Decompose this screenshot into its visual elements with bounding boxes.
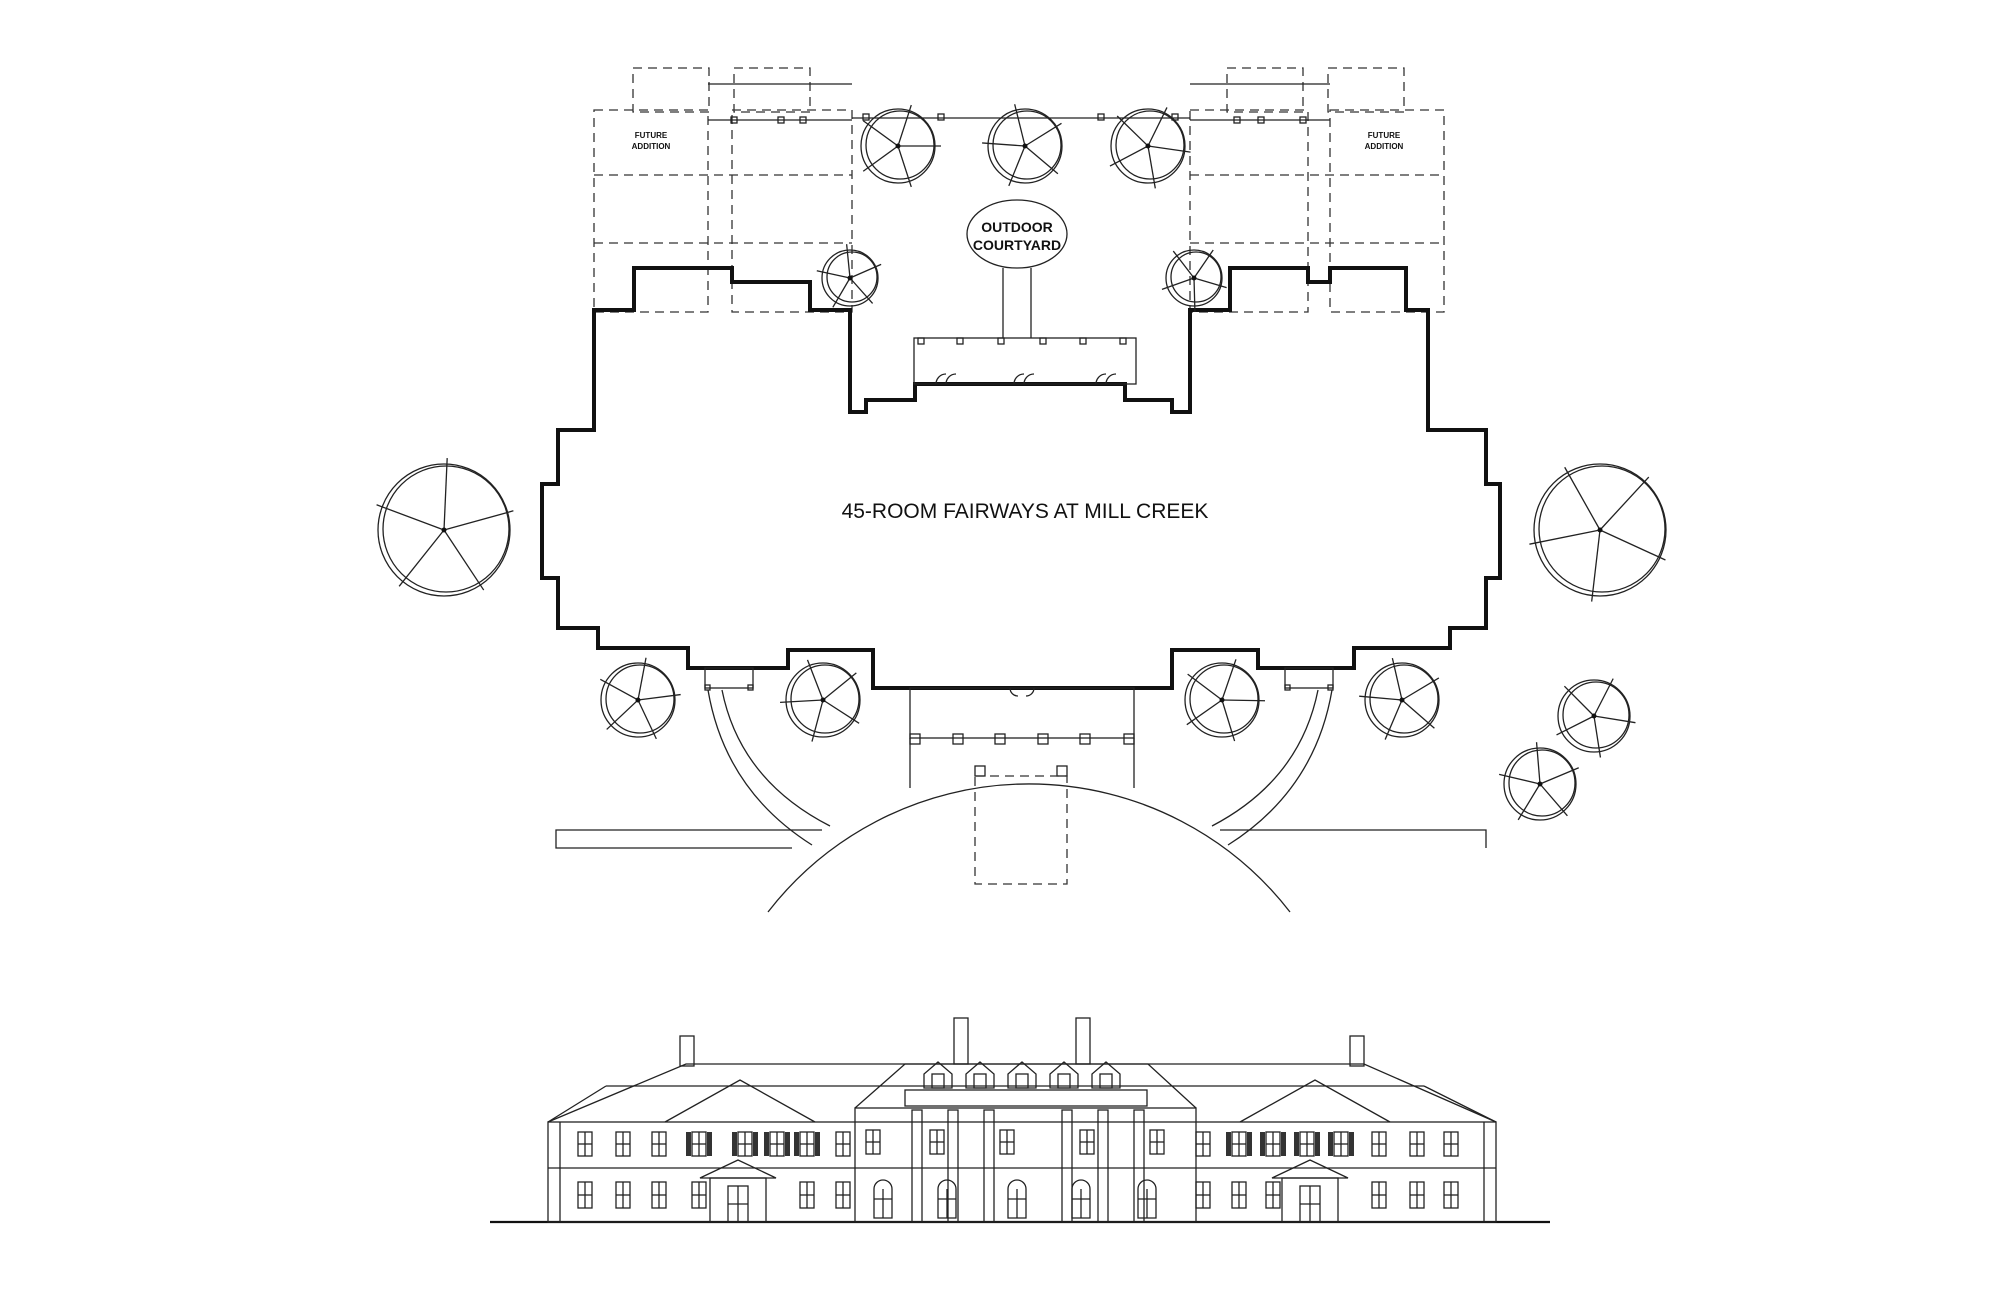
tree-symbol	[1498, 742, 1579, 821]
elevation-window	[1371, 1131, 1387, 1157]
courtyard-sign: OUTDOOR COURTYARD	[966, 199, 1068, 338]
column	[911, 1109, 923, 1223]
elevation-window	[1328, 1131, 1354, 1157]
elevation-window	[873, 1179, 893, 1219]
future-addition-right-line2: ADDITION	[1365, 142, 1404, 151]
elevation-window	[999, 1129, 1015, 1155]
elevation-window	[835, 1131, 851, 1157]
elevation-window	[1231, 1181, 1247, 1209]
dormer	[1091, 1061, 1121, 1089]
elevation-window	[1195, 1181, 1211, 1209]
site-plan: FUTURE ADDITION FUTURE ADDITION	[376, 67, 1667, 913]
elevation-window	[929, 1129, 945, 1155]
tree-symbol	[1359, 657, 1440, 740]
elevation-window	[794, 1131, 820, 1157]
elevation-window	[1371, 1181, 1387, 1209]
future-addition-right-wing: FUTURE ADDITION	[1189, 67, 1445, 313]
elevation-window	[764, 1131, 790, 1157]
column	[947, 1109, 959, 1223]
entry-canopy	[909, 687, 1135, 885]
drives-and-walks	[555, 689, 1487, 913]
front-elevation	[490, 1017, 1550, 1224]
building-name-label: 45-ROOM FAIRWAYS AT MILL CREEK	[842, 500, 1209, 523]
elevation-window	[1409, 1181, 1425, 1209]
elevation-window	[615, 1181, 631, 1209]
elevation-window	[1260, 1131, 1286, 1157]
dormer	[965, 1061, 995, 1089]
future-addition-left-wing: FUTURE ADDITION	[593, 67, 853, 313]
future-addition-left-line2: ADDITION	[632, 142, 671, 151]
courtyard-label-line2: COURTYARD	[973, 237, 1061, 253]
tree-symbol	[1109, 107, 1191, 189]
elevation-window	[1443, 1131, 1459, 1157]
elevation-window	[799, 1181, 815, 1209]
tree-symbol	[860, 104, 941, 188]
dormer	[1049, 1061, 1079, 1089]
future-addition-left-line1: FUTURE	[635, 131, 668, 140]
tree-symbol	[780, 659, 861, 742]
elevation-window	[1443, 1181, 1459, 1209]
tree-symbol	[1184, 659, 1266, 742]
courtyard-pergola	[730, 113, 1307, 124]
side-entrance-left	[704, 667, 754, 691]
trees	[376, 104, 1667, 821]
elevation-window	[1149, 1129, 1165, 1155]
elevation-window	[1195, 1131, 1211, 1157]
tree-symbol	[1161, 249, 1227, 313]
tree-symbol	[816, 244, 882, 308]
column	[983, 1109, 995, 1223]
elevation-window	[727, 1185, 749, 1223]
building-footprint	[540, 266, 1502, 690]
tree-symbol	[982, 104, 1063, 187]
column	[1133, 1109, 1145, 1223]
column	[1097, 1109, 1109, 1223]
courtyard-label-line1: OUTDOOR	[981, 219, 1053, 235]
elevation-window	[577, 1181, 593, 1209]
elevation-window	[1299, 1185, 1321, 1223]
tree-symbol	[1529, 463, 1667, 602]
side-entrance-right	[1284, 667, 1334, 691]
elevation-window	[691, 1181, 707, 1209]
column	[1061, 1109, 1073, 1223]
elevation-window	[1409, 1131, 1425, 1157]
elevation-window	[1137, 1179, 1157, 1219]
dormer	[1007, 1061, 1037, 1089]
elevation-window	[651, 1131, 667, 1157]
elevation-window	[615, 1131, 631, 1157]
elevation-window	[1007, 1179, 1027, 1219]
tree-symbol	[376, 458, 514, 597]
elevation-window	[732, 1131, 758, 1157]
elevation-window	[1265, 1181, 1281, 1209]
elevation-window	[686, 1131, 712, 1157]
elevation-window	[835, 1181, 851, 1209]
elevation-window	[577, 1131, 593, 1157]
elevation-window	[1226, 1131, 1252, 1157]
elevation-window	[651, 1181, 667, 1209]
future-addition-right-line1: FUTURE	[1368, 131, 1401, 140]
tree-symbol	[1556, 678, 1636, 758]
elevation-window	[1079, 1129, 1095, 1155]
elevation-window	[865, 1129, 881, 1155]
tree-symbol	[599, 657, 681, 740]
dormer	[923, 1061, 953, 1089]
courtyard-patio	[913, 337, 1137, 385]
elevation-window	[1294, 1131, 1320, 1157]
elevation-window	[937, 1179, 957, 1219]
elevation-window	[1071, 1179, 1091, 1219]
